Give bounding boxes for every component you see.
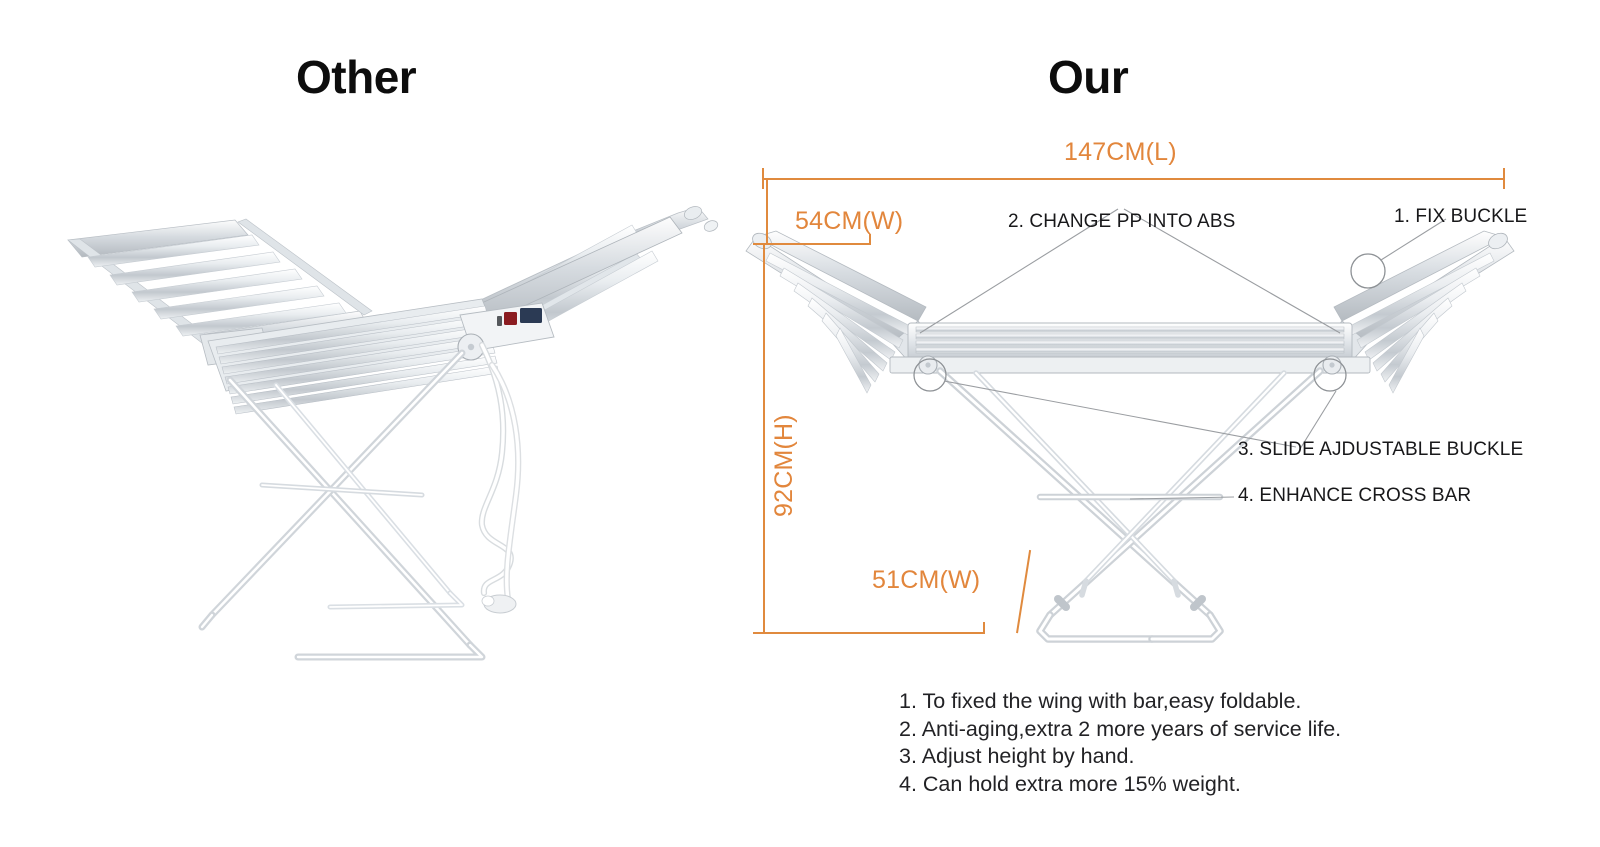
power-cord-other (478, 341, 522, 614)
left-wing-our (745, 230, 937, 394)
benefit-item-3: 3. Adjust height by hand. (899, 744, 1135, 768)
callout-ring-slide-buckle-left (913, 358, 947, 392)
callout-leaders (913, 208, 1447, 500)
callout-label-enhance-cross-bar: 4. ENHANCE CROSS BAR (1238, 485, 1472, 506)
legs-our (936, 367, 1324, 643)
dim-line-length (762, 178, 1504, 180)
benefit-item-2: 2. Anti-aging,extra 2 more years of serv… (899, 716, 1342, 741)
benefits-list: 1. To fixed the wing with bar,easy folda… (899, 688, 1539, 798)
dim-tick-wing-left (766, 178, 768, 244)
dim-tick-height-top (753, 243, 774, 245)
product-image-our (745, 208, 1515, 643)
dim-label-base-width: 51CM(W) (872, 566, 981, 594)
dim-tick-length-right (1503, 168, 1505, 189)
dim-tick-length-left (762, 168, 764, 189)
dim-line-height (763, 243, 765, 633)
right-wing-our (1323, 230, 1515, 394)
benefit-item-1: 1. To fixed the wing with bar,easy folda… (899, 689, 1302, 713)
dim-label-wing-width: 54CM(W) (795, 207, 904, 235)
callout-label-change-pp-into-abs: 2. CHANGE PP INTO ABS (1008, 211, 1236, 232)
dim-label-length: 147CM(L) (1064, 138, 1177, 166)
center-deck-other (207, 298, 555, 415)
legs-other (198, 349, 486, 661)
dim-label-height: 92CM(H) (770, 414, 798, 517)
product-image-other (67, 206, 719, 661)
dim-tick-wing-right (869, 234, 871, 245)
panel-title-our: Our (1048, 51, 1129, 103)
center-deck-our (889, 322, 1371, 375)
callout-ring-fix-buckle (1350, 253, 1386, 289)
dim-tick-base-right (983, 622, 985, 634)
callout-label-fix-buckle: 1. FIX BUCKLE (1394, 206, 1528, 227)
callout-ring-slide-buckle-right (1313, 358, 1347, 392)
dim-line-wing-width (766, 243, 871, 245)
dim-line-base-width (763, 632, 985, 634)
benefit-item-4: 4. Can hold extra more 15% weight. (899, 771, 1241, 796)
panel-title-other: Other (296, 51, 417, 103)
callout-label-slide-adjustable-buckle: 3. SLIDE AJDUSTABLE BUCKLE (1238, 439, 1524, 460)
